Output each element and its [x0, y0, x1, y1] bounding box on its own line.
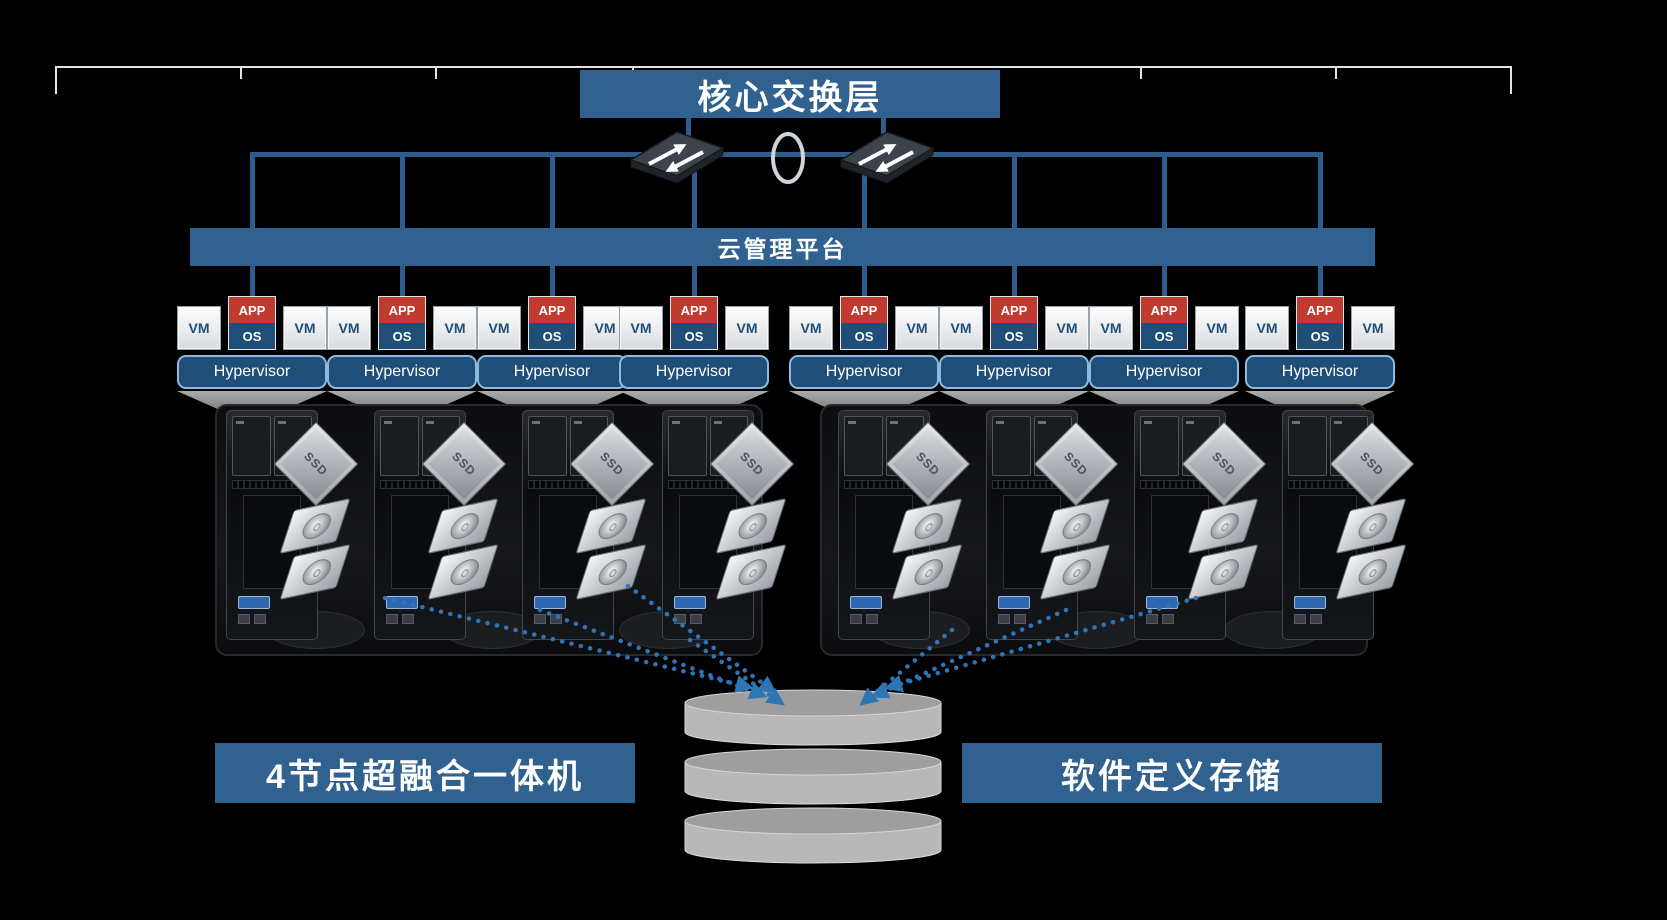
hypervisor-group-5: VM APP OS VM Hypervisor — [789, 296, 939, 417]
frame-ruler-left-end — [55, 66, 57, 94]
app-os-box: APP OS — [990, 296, 1038, 350]
hypervisor-bar: Hypervisor — [1089, 355, 1239, 389]
stack-link-ring-icon — [771, 132, 805, 184]
connector-line — [1012, 152, 1017, 298]
server-node-5: SSD — [838, 410, 988, 646]
vm-box: VM — [327, 306, 371, 350]
connector-line — [862, 152, 867, 298]
server-node-6: SSD — [986, 410, 1136, 646]
app-label: APP — [1297, 297, 1343, 323]
connector-line — [1162, 152, 1167, 298]
app-label: APP — [991, 297, 1037, 323]
app-label: APP — [529, 297, 575, 323]
hypervisor-bar: Hypervisor — [327, 355, 477, 389]
app-label: APP — [841, 297, 887, 323]
network-switch-icon — [839, 131, 935, 184]
hypervisor-bar: Hypervisor — [177, 355, 327, 389]
frame-ruler-tick — [1335, 66, 1337, 79]
network-switch-icon — [629, 131, 725, 184]
vm-box: VM — [1089, 306, 1133, 350]
core-switch-banner: 核心交换层 — [580, 70, 1000, 118]
vm-box: VM — [1245, 306, 1289, 350]
vm-box: VM — [177, 306, 221, 350]
app-os-box: APP OS — [228, 296, 276, 350]
hypervisor-bar: Hypervisor — [1245, 355, 1395, 389]
app-os-box: APP OS — [840, 296, 888, 350]
os-label: OS — [229, 323, 275, 349]
os-label: OS — [1297, 323, 1343, 349]
server-node-3: SSD — [522, 410, 672, 646]
os-label: OS — [379, 323, 425, 349]
vga-port — [674, 596, 706, 609]
connector-line — [250, 152, 255, 298]
vm-box: VM — [1351, 306, 1395, 350]
connector-line — [550, 152, 555, 298]
frame-ruler-tick — [240, 66, 242, 79]
os-label: OS — [529, 323, 575, 349]
os-label: OS — [991, 323, 1037, 349]
vm-box: VM — [895, 306, 939, 350]
app-os-box: APP OS — [378, 296, 426, 350]
frame-ruler-line — [55, 66, 1512, 68]
frame-ruler-tick — [435, 66, 437, 79]
app-os-box: APP OS — [670, 296, 718, 350]
hypervisor-group-8: VM APP OS VM Hypervisor — [1245, 296, 1395, 417]
server-node-1: SSD — [226, 410, 376, 646]
connector-line — [692, 152, 697, 298]
vga-port — [238, 596, 270, 609]
vm-box: VM — [725, 306, 769, 350]
hypervisor-group-7: VM APP OS VM Hypervisor — [1089, 296, 1239, 417]
vm-box: VM — [789, 306, 833, 350]
hypervisor-bar: Hypervisor — [789, 355, 939, 389]
app-os-box: APP OS — [1140, 296, 1188, 350]
vm-box: VM — [433, 306, 477, 350]
hypervisor-bar: Hypervisor — [619, 355, 769, 389]
vm-box: VM — [1195, 306, 1239, 350]
hyperconverged-label-banner: 4节点超融合一体机 — [215, 743, 635, 803]
os-label: OS — [671, 323, 717, 349]
server-node-4: SSD — [662, 410, 812, 646]
app-label: APP — [379, 297, 425, 323]
vga-port — [998, 596, 1030, 609]
vm-box: VM — [1045, 306, 1089, 350]
server-node-8: SSD — [1282, 410, 1432, 646]
network-trunk-line — [252, 152, 1320, 157]
frame-ruler-right-end — [1510, 66, 1512, 94]
app-os-box: APP OS — [528, 296, 576, 350]
hypervisor-bar: Hypervisor — [939, 355, 1089, 389]
vga-port — [850, 596, 882, 609]
hypervisor-group-6: VM APP OS VM Hypervisor — [939, 296, 1089, 417]
server-node-7: SSD — [1134, 410, 1284, 646]
os-label: OS — [841, 323, 887, 349]
server-node-2: SSD — [374, 410, 524, 646]
hypervisor-group-4: VM APP OS VM Hypervisor — [619, 296, 769, 417]
hypervisor-group-1: VM APP OS VM Hypervisor — [177, 296, 327, 417]
vm-box: VM — [283, 306, 327, 350]
app-label: APP — [1141, 297, 1187, 323]
app-label: APP — [671, 297, 717, 323]
software-defined-storage-banner: 软件定义存储 — [962, 743, 1382, 803]
app-os-box: APP OS — [1296, 296, 1344, 350]
connector-line — [400, 152, 405, 298]
vm-box: VM — [477, 306, 521, 350]
vga-port — [534, 596, 566, 609]
vm-box: VM — [619, 306, 663, 350]
storage-cylinder-stack — [684, 689, 942, 864]
cloud-platform-banner: 云管理平台 — [190, 228, 1375, 266]
vga-port — [1294, 596, 1326, 609]
app-label: APP — [229, 297, 275, 323]
vm-box: VM — [939, 306, 983, 350]
hypervisor-group-3: VM APP OS VM Hypervisor — [477, 296, 627, 417]
connector-line — [1318, 152, 1323, 298]
frame-ruler-tick — [1140, 66, 1142, 79]
hypervisor-group-2: VM APP OS VM Hypervisor — [327, 296, 477, 417]
hypervisor-bar: Hypervisor — [477, 355, 627, 389]
os-label: OS — [1141, 323, 1187, 349]
vga-port — [386, 596, 418, 609]
vga-port — [1146, 596, 1178, 609]
